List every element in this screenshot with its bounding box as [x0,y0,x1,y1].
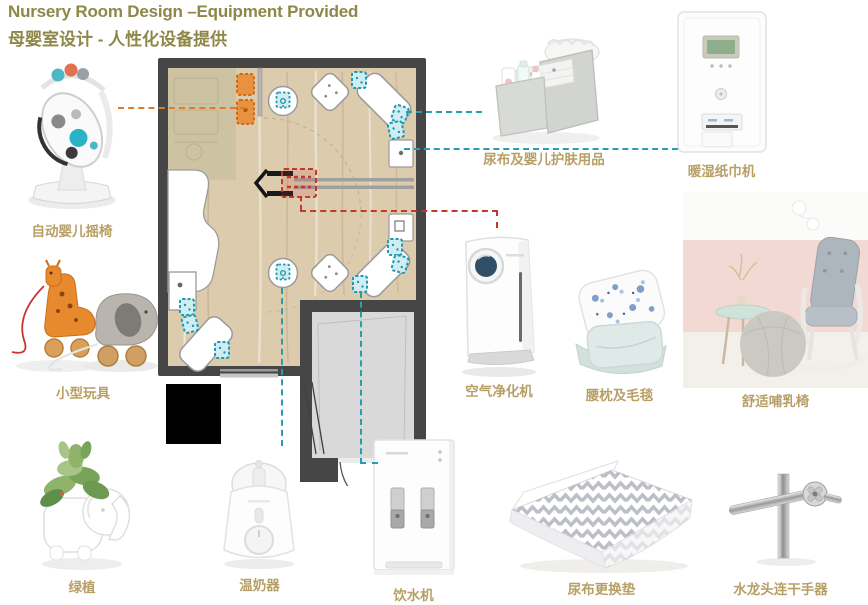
elephant-toy [48,293,158,371]
product-milk-warmer: 温奶器 [212,440,307,594]
milk-warmer-illustration [223,460,295,569]
water-dispenser-illustration [373,439,455,575]
product-diaper-caddy: 尿布及婴儿护肤用品 [474,30,614,168]
product-label: 小型玩具 [56,386,110,401]
plain-pillow [586,321,664,369]
rocking-chair [794,236,866,372]
plan-stool-bottom [267,257,299,289]
product-label: 绿植 [68,580,96,595]
wall-sconce [791,200,820,231]
product-label: 尿布更换垫 [567,582,636,597]
connector-purifier-v1 [300,196,302,210]
pouf [740,311,806,377]
faucet-illustration [729,473,842,566]
plan-center-counter [253,168,414,199]
baby-rocker-illustration [28,63,116,209]
plan-ledge [220,369,278,372]
plan-wall-appliance-2 [388,213,414,242]
product-label: 自动婴儿摇椅 [31,224,113,239]
plan-marker-orange [236,73,255,125]
connector-dispenser-h [360,462,378,464]
product-label: 舒适哺乳椅 [741,394,810,409]
product-label: 温奶器 [239,578,280,593]
page-subtitle: 母婴室设计 - 人性化设备提供 [8,30,228,49]
plan-stool-top [267,85,299,117]
plan-marker-red [281,168,317,198]
pillow-blanket-illustration [575,269,667,374]
changing-pad-illustration [509,460,694,573]
product-nursing-chair: 舒适哺乳椅 [683,192,868,410]
plan-door-jamb [257,67,263,117]
connector-wipe-warmer [404,148,678,150]
product-faucet: 水龙头连干手器 [718,454,843,598]
product-label: 暖湿纸巾机 [687,164,756,179]
small-toys-illustration [11,259,158,372]
plan-wall-appliance-1 [388,139,414,168]
plan-cabinet-zone [168,68,236,180]
connector-purifier-v2 [496,210,498,228]
product-label: 水龙头连干手器 [733,582,828,597]
plan-black-shaft [166,384,221,444]
connector-rocker [118,107,246,109]
product-wipe-warmer: 暖湿纸巾机 [664,6,779,180]
connector-dispenser-v [360,292,362,464]
product-baby-rocker: 自动婴儿摇椅 [12,60,132,240]
air-purifier-illustration [462,236,536,377]
product-changing-pad: 尿布更换垫 [494,456,709,598]
product-small-toys: 小型玩具 [4,256,162,402]
plan-entry-door [303,381,325,455]
product-water-dispenser: 饮水机 [366,436,461,604]
taps [390,487,435,529]
plan-left-bench [167,169,220,293]
product-label: 腰枕及毛毯 [585,388,654,403]
product-label: 尿布及婴儿护肤用品 [483,152,605,167]
product-air-purifier: 空气净化机 [444,226,554,400]
product-green-plant: 绿植 [18,436,146,596]
product-label: 饮水机 [393,588,434,603]
product-label: 空气净化机 [465,384,533,399]
succulent [40,441,110,507]
floor-plan [158,58,426,486]
diaper-caddy-illustration [492,38,600,144]
wipe-warmer-illustration [677,11,767,153]
connector-purifier-h [300,210,498,212]
connector-milk-warmer [281,288,283,446]
elephant-pot [43,488,131,561]
giraffe-toy [44,259,96,358]
connector-caddy [406,111,482,113]
green-plant-illustration [40,441,131,570]
product-pillow-blanket: 腰枕及毛毯 [562,252,677,404]
page-title: Nursery Room Design –Equipment Provided [8,2,359,21]
nursing-chair-illustration [683,192,868,388]
